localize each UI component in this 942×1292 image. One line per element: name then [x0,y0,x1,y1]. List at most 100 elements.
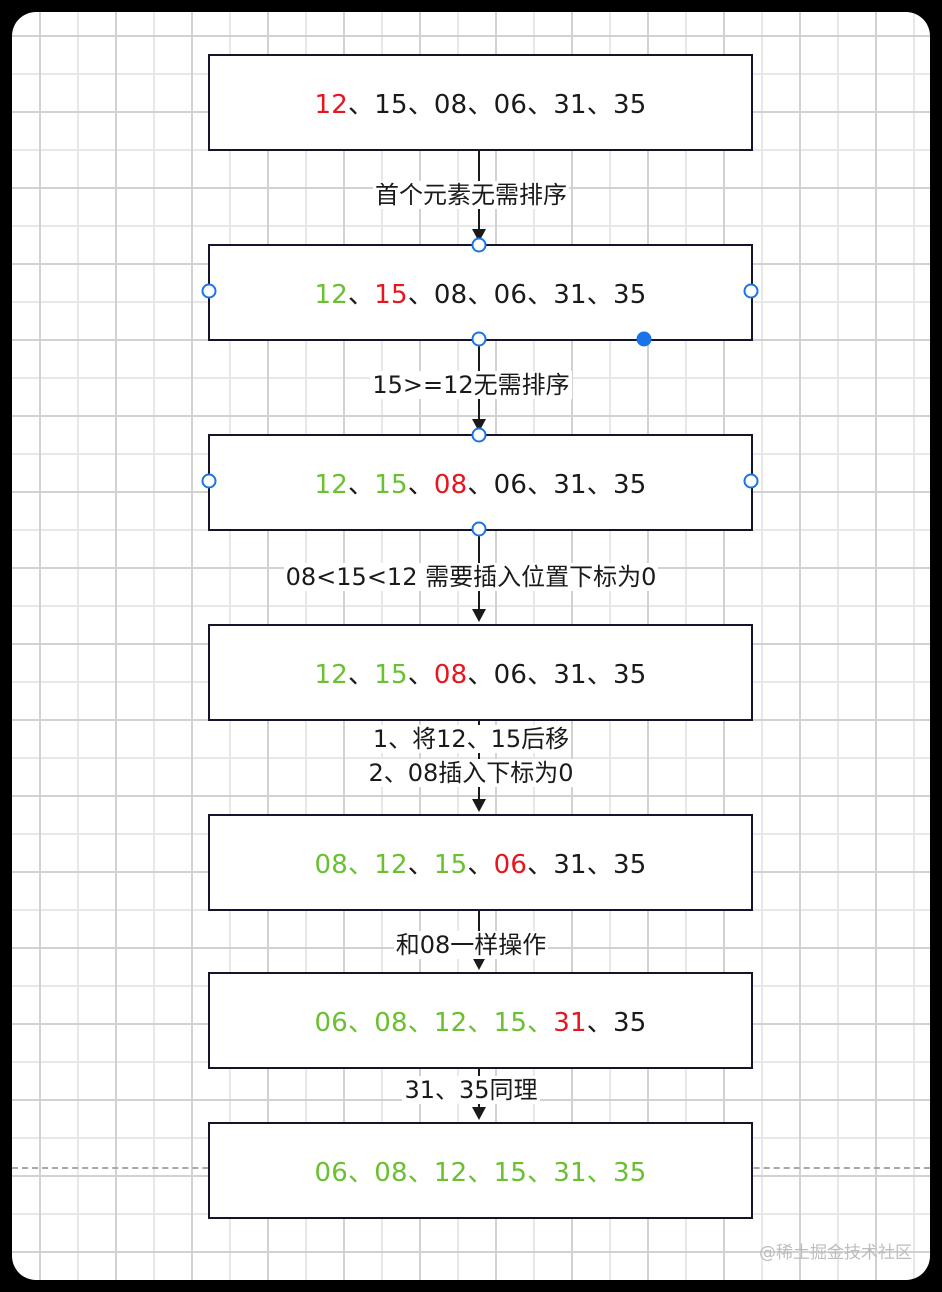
array-element: 15 [374,470,408,500]
array-element: 15 [433,850,468,880]
edge-label-1[interactable]: 首个元素无需排序 [373,181,569,209]
array-element: 12 [433,1158,468,1188]
sequence-text: 06、08、12、15、31、35 [315,1152,647,1189]
array-element: 06 [493,280,528,310]
connection-handle-right[interactable] [743,473,759,489]
separator: 、 [467,280,494,310]
separator: 、 [467,1158,494,1188]
array-element: 12 [314,470,349,500]
array-element: 31 [553,1008,587,1038]
connection-handle-top[interactable] [471,427,487,443]
separator: 、 [586,850,613,880]
step-box-4[interactable]: 12、15、08、06、31、35 [208,624,753,721]
connection-handle-left[interactable] [201,283,217,299]
array-element: 08 [374,1008,408,1038]
step-box-7[interactable]: 06、08、12、15、31、35 [208,1122,753,1219]
step-box-6[interactable]: 06、08、12、15、31、35 [208,972,753,1069]
array-element: 15 [374,660,408,690]
array-element: 08 [314,850,349,880]
sequence-text: 08、12、15、06、31、35 [315,844,647,881]
connection-handle-top[interactable] [471,237,487,253]
array-element: 31 [553,280,587,310]
separator: 、 [467,470,494,500]
step-box-2[interactable]: 12、15、08、06、31、35 [208,244,753,341]
edge-label-6[interactable]: 31、35同理 [402,1076,540,1104]
arrow-head-icon [472,957,486,970]
array-element: 15 [374,280,408,310]
edge-label-2[interactable]: 15>=12无需排序 [370,371,572,399]
arrow-head-icon [472,1107,486,1120]
separator: 、 [348,1158,375,1188]
array-element: 12 [314,660,349,690]
array-element: 06 [314,1158,349,1188]
array-element: 35 [612,90,647,120]
array-element: 06 [493,470,528,500]
separator: 、 [467,850,494,880]
edge-label-5[interactable]: 和08一样操作 [393,931,549,959]
array-element: 15 [493,1158,528,1188]
array-element: 31 [553,90,587,120]
step-box-1[interactable]: 12、15、08、06、31、35 [208,54,753,151]
array-element: 12 [314,90,349,120]
array-element: 08 [433,280,468,310]
separator: 、 [527,470,554,500]
array-element: 31 [553,850,587,880]
separator: 、 [527,1008,554,1038]
separator: 、 [348,660,375,690]
selected-anchor-point[interactable] [636,331,652,347]
array-element: 31 [553,470,587,500]
separator: 、 [586,1008,613,1038]
array-element: 06 [493,90,528,120]
separator: 、 [407,470,434,500]
array-element: 12 [374,850,408,880]
edge-label-3[interactable]: 08<15<12 需要插入位置下标为0 [283,563,659,591]
array-element: 35 [612,1008,647,1038]
separator: 、 [527,90,554,120]
separator: 、 [348,90,375,120]
sequence-text: 12、15、08、06、31、35 [315,654,647,691]
separator: 、 [407,1008,434,1038]
separator: 、 [467,90,494,120]
separator: 、 [527,280,554,310]
separator: 、 [586,280,613,310]
array-element: 06 [493,660,528,690]
arrow-head-icon [472,799,486,812]
separator: 、 [348,1008,375,1038]
separator: 、 [527,660,554,690]
array-element: 35 [612,280,647,310]
array-element: 06 [493,850,528,880]
separator: 、 [586,1158,613,1188]
separator: 、 [527,850,554,880]
array-element: 08 [433,660,468,690]
separator: 、 [407,850,434,880]
array-element: 08 [433,470,468,500]
separator: 、 [586,660,613,690]
separator: 、 [407,1158,434,1188]
connection-handle-bottom[interactable] [471,521,487,537]
separator: 、 [348,280,375,310]
separator: 、 [586,90,613,120]
array-element: 31 [553,1158,587,1188]
step-box-5[interactable]: 08、12、15、06、31、35 [208,814,753,911]
array-element: 15 [493,1008,528,1038]
array-element: 35 [612,850,647,880]
connection-handle-right[interactable] [743,283,759,299]
separator: 、 [467,660,494,690]
array-element: 08 [433,90,468,120]
array-element: 35 [612,660,647,690]
array-element: 31 [553,660,587,690]
separator: 、 [348,470,375,500]
separator: 、 [586,470,613,500]
array-element: 12 [314,280,349,310]
connection-handle-bottom[interactable] [471,331,487,347]
arrow-head-icon [472,609,486,622]
step-box-3[interactable]: 12、15、08、06、31、35 [208,434,753,531]
connection-handle-left[interactable] [201,473,217,489]
separator: 、 [467,1008,494,1038]
array-element: 12 [433,1008,468,1038]
array-element: 08 [374,1158,408,1188]
separator: 、 [407,660,434,690]
array-element: 06 [314,1008,349,1038]
array-element: 35 [612,470,647,500]
